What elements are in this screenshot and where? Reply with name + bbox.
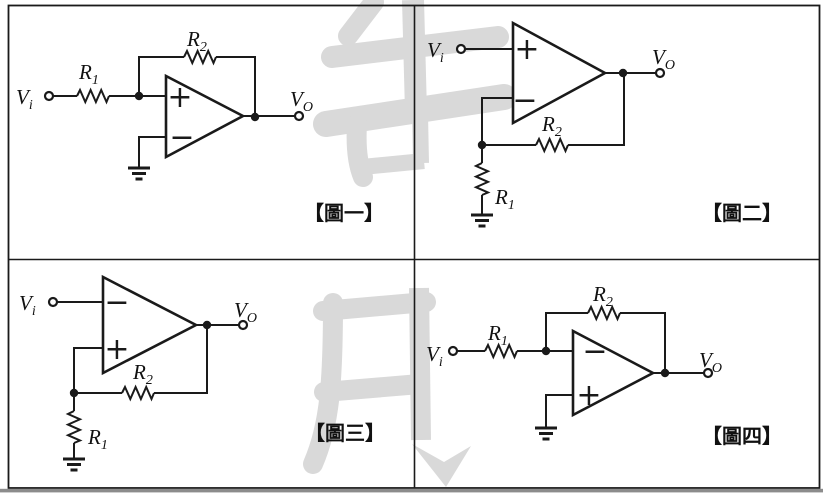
resistor-r1 (484, 342, 518, 360)
noninverting-input-sign: + (514, 32, 539, 67)
noninverting-input-sign: + (576, 378, 601, 413)
figure-caption: 【圖一】 (304, 202, 384, 225)
vo-label: VO (699, 348, 722, 376)
ground-symbol (63, 457, 85, 472)
vo-label: VO (290, 87, 313, 115)
opamp-triangle (101, 274, 199, 376)
resistor-r2 (121, 384, 155, 402)
input-terminal (455, 43, 467, 55)
vi-label: Vi (19, 291, 36, 319)
ground-symbol (128, 166, 150, 181)
inverting-input-sign: − (169, 120, 194, 155)
resistor-r2 (183, 48, 217, 66)
junction-dot (618, 68, 628, 78)
opamp-triangle (164, 73, 246, 160)
output-terminal (293, 110, 305, 122)
noninverting-input-sign: + (104, 332, 129, 367)
r2-label: R2 (592, 282, 613, 310)
input-terminal (43, 90, 55, 102)
junction-dot (250, 112, 260, 122)
junction-dot (202, 320, 212, 330)
r1-label: R1 (494, 185, 515, 213)
output-terminal (702, 367, 714, 379)
output-terminal (237, 319, 249, 331)
input-terminal (47, 296, 59, 308)
figure-3: − + Vi R2 R1 VO 【圖三】 (19, 274, 385, 472)
vo-label: VO (652, 45, 675, 73)
resistor-r2 (587, 304, 621, 322)
opamp-triangle (511, 20, 608, 126)
figure-2: + − Vi R2 R1 VO 【圖二】 (427, 20, 782, 228)
output-terminal (654, 67, 666, 79)
resistor-r1 (76, 87, 110, 105)
watermark-bottom-character (303, 287, 471, 487)
r1-label: R1 (487, 321, 508, 349)
ground-symbol (535, 426, 557, 441)
figure-caption: 【圖四】 (702, 425, 782, 448)
vo-label: VO (234, 298, 257, 326)
r1-label: R1 (78, 60, 99, 88)
figure-caption: 【圖三】 (305, 422, 385, 445)
figure-1: + − Vi R1 R2 VO 【圖一】 (16, 27, 384, 225)
junction-dot (660, 368, 670, 378)
ground-symbol (471, 213, 493, 228)
vi-label: Vi (16, 85, 33, 113)
vi-label: Vi (427, 38, 444, 66)
vi-label: Vi (426, 342, 443, 370)
noninverting-input-sign: + (167, 80, 192, 115)
r2-label: R2 (541, 112, 562, 140)
page-edge-shadow (0, 488, 823, 493)
figure-4: − + Vi R1 R2 VO 【圖四】 (426, 282, 782, 448)
input-terminal (447, 345, 459, 357)
inverting-input-sign: − (512, 83, 537, 118)
resistor-r1 (473, 162, 491, 196)
opamp-triangle (571, 328, 656, 418)
resistor-r1 (65, 410, 83, 444)
resistor-r2 (535, 136, 569, 154)
r1-label: R1 (87, 425, 108, 453)
figure-caption: 【圖二】 (702, 202, 782, 225)
r2-label: R2 (186, 27, 207, 55)
inverting-input-sign: − (104, 285, 129, 320)
r2-label: R2 (132, 360, 153, 388)
inverting-input-sign: − (582, 334, 607, 369)
